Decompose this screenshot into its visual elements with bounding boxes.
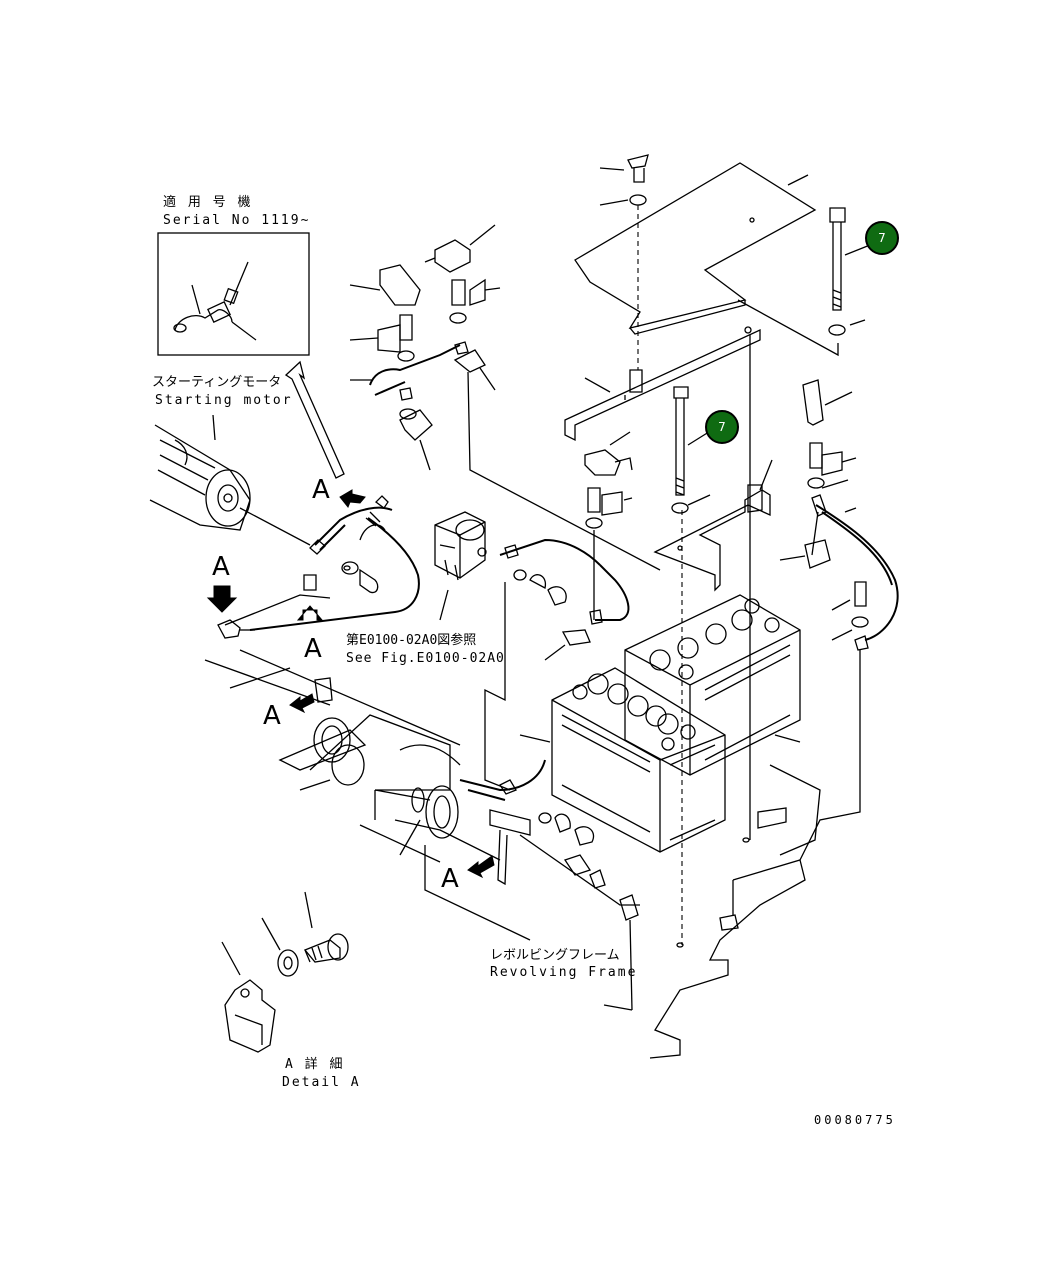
view-marker-a: A (441, 864, 459, 894)
part-callout-7[interactable]: 7 (705, 410, 739, 444)
battery-cover (574, 162, 839, 357)
see-fig-en-label: See Fig.E0100-02A0 (346, 651, 505, 666)
view-marker-a: A (263, 701, 281, 731)
revolving-frame-jp-label: レボルビングフレーム (490, 948, 620, 963)
detail-a-clamp (221, 891, 349, 1053)
detail-a-jp-label: A 詳 細 (285, 1057, 345, 1072)
detail-a-en-label: Detail A (282, 1075, 361, 1090)
see-fig-jp-label: 第E0100-02A0図参照 (346, 633, 477, 648)
starting-motor-jp-label: スターティングモータ (152, 375, 282, 390)
serial-jp-label: 適 用 号 機 (163, 195, 253, 210)
terminal-cluster (349, 224, 501, 471)
serial-inset-box (157, 232, 310, 356)
serial-en-label: Serial No 1119~ (163, 213, 311, 228)
starting-motor (149, 414, 311, 546)
view-marker-a: A (304, 634, 322, 664)
frame-cylinders (278, 714, 531, 941)
revolving-frame-en-label: Revolving Frame (490, 965, 638, 980)
battery-relay (434, 511, 487, 581)
starting-motor-en-label: Starting motor (155, 393, 293, 408)
view-marker-a: A (312, 475, 330, 505)
part-callout-7[interactable]: 7 (865, 221, 899, 255)
view-marker-a: A (212, 552, 230, 582)
battery-front (551, 667, 726, 853)
drawing-number: 00080775 (814, 1113, 896, 1127)
battery-rear (624, 594, 801, 776)
